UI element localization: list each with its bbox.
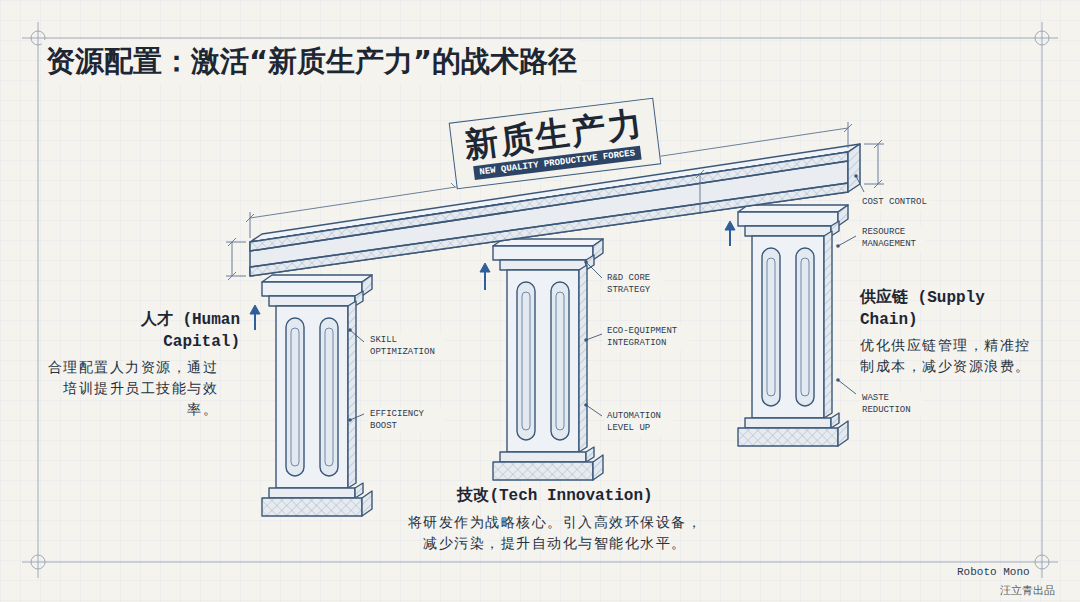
leader-dots [836, 244, 840, 248]
callout-label: AUTOMATION LEVEL UP [605, 410, 673, 435]
leader-dots [854, 174, 858, 178]
leader-dots [836, 378, 840, 382]
drawing-frame [22, 562, 1058, 563]
leader-lines [350, 176, 864, 420]
pillar-description: 将研发作为战略核心。引入高效环保设备，减少污染，提升自动化与智能化水平。 [402, 512, 708, 554]
leader-lines [350, 414, 364, 420]
leader-dots [348, 174, 858, 422]
dimension-lines [844, 124, 852, 132]
callout-label: COST CONTROL [860, 196, 929, 210]
leader-lines [586, 334, 602, 340]
callout-label: ECO-EQUIPMENT INTEGRATION [605, 325, 689, 350]
dimension-lines [878, 144, 879, 184]
pillar-heading: 供应链 (Supply Chain) [860, 288, 1020, 331]
callout-label: SKILL OPTIMIZATION [368, 334, 444, 359]
i-beam [250, 183, 848, 276]
drawing-frame [1035, 31, 1049, 45]
callout-label: EFFICIENCY BOOST [368, 408, 444, 433]
dimension-lines [246, 214, 254, 222]
dimension-lines [232, 242, 233, 276]
drawing-frame [38, 22, 39, 578]
load-arrows [725, 221, 735, 230]
leader-lines [838, 380, 856, 394]
dimension-lines [700, 174, 701, 212]
load-arrows [250, 305, 260, 314]
leader-lines [838, 236, 856, 246]
dimension-lines [874, 140, 882, 148]
dimension-lines [696, 170, 704, 178]
i-beam [848, 144, 860, 192]
pillar-figures [262, 275, 372, 516]
leader-dots [348, 328, 352, 332]
font-note: Roboto Mono [957, 566, 1030, 578]
leader-lines [856, 176, 864, 192]
i-beam [250, 144, 860, 276]
i-beam [250, 183, 848, 267]
leader-dots [584, 403, 588, 407]
dimension-lines [848, 122, 849, 148]
leader-dots [584, 338, 588, 342]
pillar-heading: 技改(Tech Innovation) [402, 486, 708, 508]
dimension-lines [864, 184, 884, 185]
pillar-text-block: 人才 (Human Capital)合理配置人力资源，通过培训提升员工技能与效率… [40, 310, 240, 427]
dimension-lines [864, 144, 884, 145]
dimension-lines [874, 180, 882, 188]
leader-lines [586, 405, 602, 416]
leader-lines [350, 330, 364, 342]
pillar-heading: 人才 (Human Capital) [70, 310, 240, 353]
callout-label: RESOURCE MANAGEMENT [860, 226, 926, 251]
pillar-text-block: 供应链 (Supply Chain)优化供应链管理，精准控制成本，减少资源浪费。 [860, 288, 1040, 384]
drawing-frame [1035, 555, 1049, 569]
drawing-frame [22, 22, 1058, 578]
load-arrows [484, 270, 486, 290]
callout-label: R&D CORE STRATEGY [605, 272, 663, 297]
load-arrows [480, 263, 490, 272]
leader-dots [584, 260, 588, 264]
load-arrows [729, 228, 731, 246]
pillar-description: 合理配置人力资源，通过培训提升员工技能与效率。 [40, 357, 218, 420]
page-title: 资源配置：激活“新质生产力”的战术路径 [42, 40, 581, 84]
pillar-figures [493, 239, 603, 480]
dimension-lines [226, 242, 246, 243]
leader-dots [348, 418, 352, 422]
load-arrows [250, 221, 735, 330]
load-arrows [254, 312, 256, 330]
leader-lines [586, 262, 602, 278]
watermark: 汪立青出品 [1000, 583, 1055, 598]
drawing-frame [31, 555, 45, 569]
drawing-frame [1042, 22, 1043, 578]
callout-label: WASTE REDUCTION [860, 392, 922, 417]
dimension-lines [228, 272, 236, 280]
pillar-figures [738, 205, 848, 446]
pillar-text-block: 技改(Tech Innovation) 将研发作为战略核心。引入高效环保设备，减少… [402, 486, 708, 560]
dimension-lines [250, 212, 251, 238]
dimension-lines [451, 183, 455, 187]
dimension-lines [228, 238, 236, 246]
pillar-description: 优化供应链管理，精准控制成本，减少资源浪费。 [860, 335, 1038, 377]
drawing-frame [22, 38, 1058, 39]
dimension-lines [226, 276, 246, 277]
